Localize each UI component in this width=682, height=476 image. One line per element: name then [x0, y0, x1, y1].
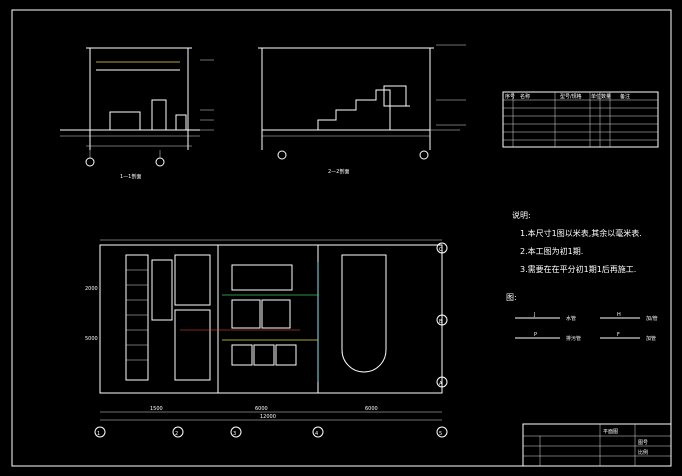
legend-block: 图: J 水管 P 排污管 H 加/管 F 加管: [506, 293, 658, 342]
notes-heading: 说明:: [512, 210, 531, 220]
legend-heading: 图:: [506, 293, 517, 302]
axis-4: 4: [315, 431, 318, 437]
dim-2: 6000: [255, 406, 268, 412]
pool-outline: [341, 254, 387, 373]
axis-5: 5: [439, 431, 442, 437]
equipment-table: 序号 名称 型号/规格 单位 数量 备注: [502, 91, 659, 148]
section-2-2: 2—2剖面: [258, 44, 466, 175]
dim-left-1: 2000: [85, 286, 98, 292]
table-header-remark: 备注: [620, 93, 630, 100]
legend-symbol-4: F: [617, 332, 620, 338]
table-header-model: 型号/规格: [560, 93, 582, 100]
axis-1: 1: [97, 431, 100, 437]
section-1-1-title: 1—1剖面: [120, 173, 141, 180]
note-item-2: 2.本工图为初1期.: [520, 246, 583, 256]
axis-2: 2: [175, 431, 178, 437]
legend-label-3: 加/管: [646, 315, 658, 322]
table-header-unit: 单位: [591, 93, 601, 100]
dim-3: 6000: [365, 406, 378, 412]
section-2-2-title: 2—2剖面: [328, 168, 349, 175]
section-1-1: 1—1剖面: [60, 47, 214, 180]
title-label-1: 平面图: [603, 429, 618, 435]
dim-total: 12000: [260, 414, 276, 420]
note-item-1: 1.本尺寸1图以米表,其余以毫米表.: [520, 228, 642, 238]
title-label-2: 图号: [638, 440, 648, 446]
sheet-frame: [11, 9, 672, 467]
legend-label-2: 排污管: [566, 335, 581, 342]
floor-plan: 1500 6000 6000 12000 2000 5000 1 2 3 4 5…: [85, 239, 448, 438]
table-header-qty: 数量: [601, 93, 611, 100]
axis-c: C: [439, 247, 443, 253]
legend-label-4: 加管: [646, 335, 656, 342]
note-item-3: 3.需要在在平分初1期1后再施工.: [520, 264, 636, 274]
dim-left-2: 5000: [85, 336, 98, 342]
dim-1: 1500: [150, 406, 163, 412]
axis-b: B: [439, 319, 443, 325]
axis-a: A: [439, 381, 443, 387]
legend-symbol-1: J: [533, 312, 535, 318]
legend-label-1: 水管: [566, 315, 576, 322]
table-header-no: 序号: [505, 93, 515, 100]
table-header-name: 名称: [520, 93, 530, 100]
legend-symbol-2: P: [534, 332, 537, 338]
title-label-3: 比例: [638, 449, 648, 456]
axis-3: 3: [233, 431, 236, 437]
notes-block: 说明: 1.本尺寸1图以米表,其余以毫米表. 2.本工图为初1期. 3.需要在在…: [512, 210, 642, 274]
legend-symbol-3: H: [617, 312, 621, 318]
title-block: 平面图 图号 比例: [522, 423, 672, 467]
